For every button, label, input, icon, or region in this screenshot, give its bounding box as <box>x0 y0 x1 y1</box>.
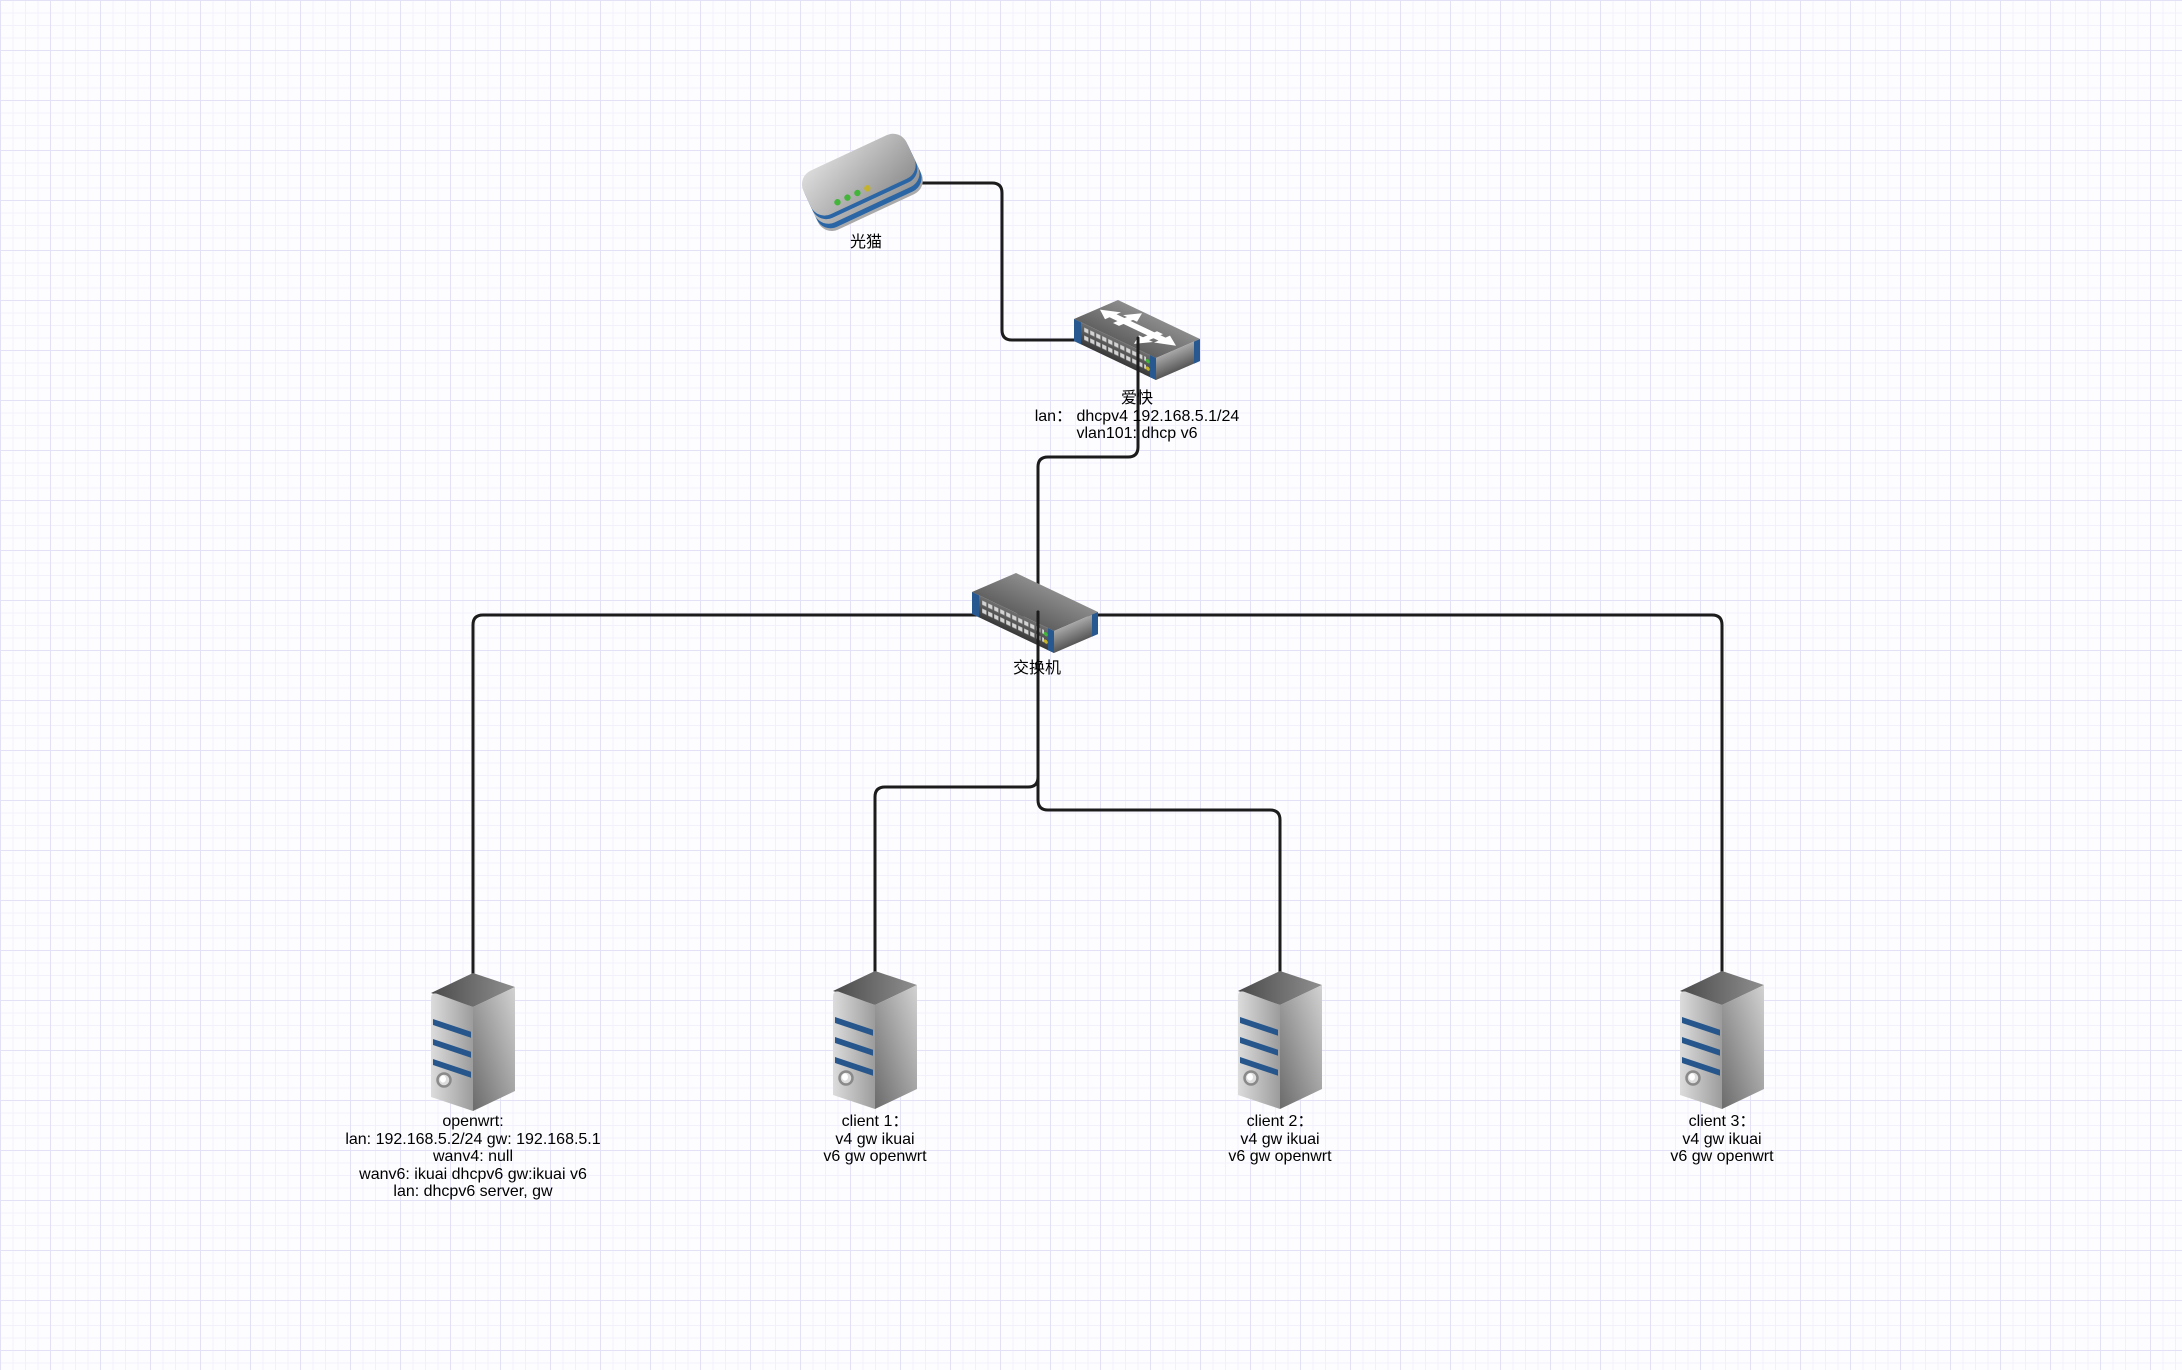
switch-label: 交换机 <box>937 660 1137 678</box>
router-label-text: 爱快 <box>1120 390 1153 407</box>
openwrt-label-line2: wanv4: null <box>432 1148 514 1165</box>
openwrt-label: openwrt: lan: 192.168.5.2/24 gw: 192.168… <box>283 1113 663 1201</box>
client2-label-text: client 2： <box>1246 1113 1314 1130</box>
openwrt-label-line1: lan: 192.168.5.2/24 gw: 192.168.5.1 <box>345 1130 601 1148</box>
client1-label-line2: v6 gw openwrt <box>823 1148 927 1165</box>
router-label-line1: lan： dhcpv4 192.168.5.1/24 <box>1034 407 1240 425</box>
openwrt-label-text: openwrt: <box>442 1113 504 1130</box>
openwrt-label-line4: lan: dhcpv6 server, gw <box>393 1183 553 1200</box>
router-label-line2: vlan101: dhcp v6 <box>1076 425 1198 442</box>
client3-label-text: client 3： <box>1688 1113 1756 1130</box>
wire-switch-client2[interactable] <box>1036 610 1282 987</box>
modem-label: 光猫 <box>766 234 966 252</box>
client3-label-line1: v4 gw ikuai <box>1682 1130 1762 1148</box>
client1-label: client 1： v4 gw ikuai v6 gw openwrt <box>765 1113 985 1166</box>
client1-label-line1: v4 gw ikuai <box>835 1130 915 1148</box>
wire-router-switch[interactable] <box>1036 336 1140 602</box>
client3-label: client 3： v4 gw ikuai v6 gw openwrt <box>1612 1113 1832 1166</box>
client2-label-line2: v6 gw openwrt <box>1228 1148 1332 1165</box>
wire-modem-router[interactable] <box>914 181 1087 342</box>
client2-server-icon[interactable] <box>1230 961 1330 1111</box>
switch-label-text: 交换机 <box>1012 660 1061 677</box>
client1-label-text: client 1： <box>841 1113 909 1130</box>
openwrt-server-icon[interactable] <box>423 963 523 1113</box>
modem-label-text: 光猫 <box>849 234 882 251</box>
client3-label-line2: v6 gw openwrt <box>1670 1148 1774 1165</box>
openwrt-label-line3: wanv6: ikuai dhcpv6 gw:ikuai v6 <box>359 1165 587 1183</box>
client3-server-icon[interactable] <box>1672 961 1772 1111</box>
client2-label-line1: v4 gw ikuai <box>1240 1130 1320 1148</box>
router-label: 爱快 lan： dhcpv4 192.168.5.1/24 vlan101: d… <box>967 390 1307 443</box>
client1-server-icon[interactable] <box>825 961 925 1111</box>
client2-label: client 2： v4 gw ikuai v6 gw openwrt <box>1170 1113 1390 1166</box>
